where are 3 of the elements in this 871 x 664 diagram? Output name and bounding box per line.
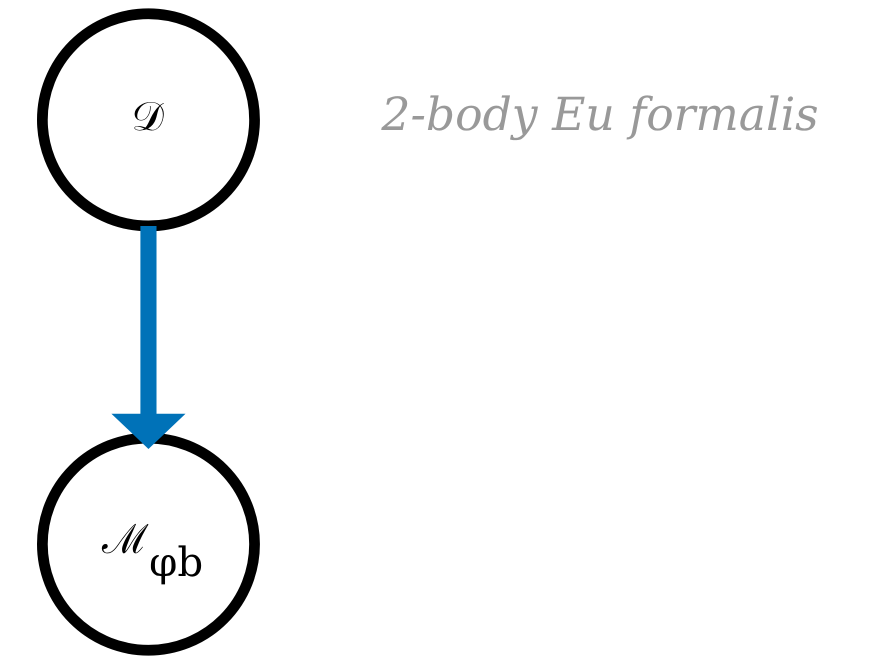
node-circle: 𝒟	[37, 8, 260, 232]
arrow	[111, 226, 186, 449]
label: 2-body Eu formalis	[381, 88, 819, 142]
